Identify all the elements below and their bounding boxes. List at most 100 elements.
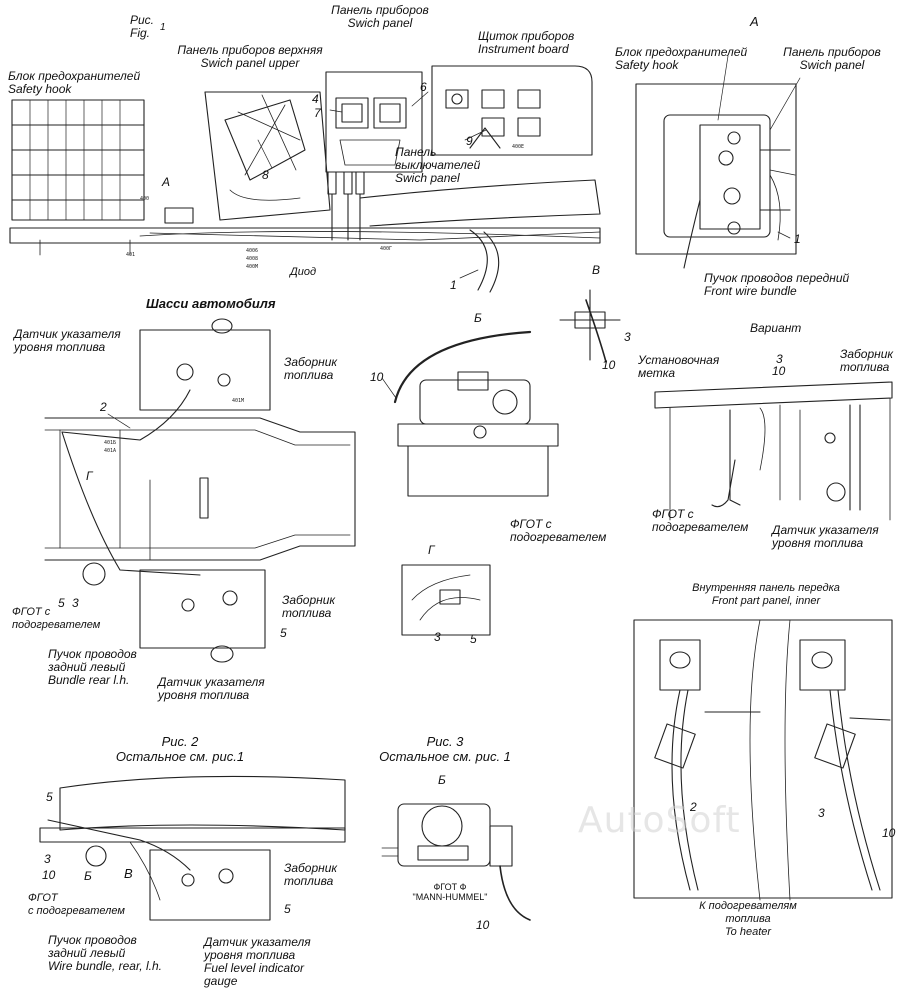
front-panel-heater-ru2: топлива <box>725 913 771 925</box>
fig2-bundle-en: Wire bundle, rear, l.h. <box>48 959 162 973</box>
front-panel-heater-en: To heater <box>724 926 772 938</box>
view-a-fuse-ru: Блок предохранителей <box>615 45 748 59</box>
callout-3-front: 3 <box>818 806 825 820</box>
front-panel-drawing <box>633 619 893 901</box>
view-a-panel-en: Swich panel <box>799 58 865 72</box>
fig2-sensor-ru2: уровня топлива <box>204 948 296 962</box>
callout-7: 7 <box>314 106 321 120</box>
chassis-intake-bottom-label: Заборник топлива <box>282 594 335 620</box>
chassis-fgot-ru2: подогревателем <box>12 619 101 631</box>
view-g-title: Г <box>428 543 435 557</box>
fuse-ru: Блок предохранителей <box>8 69 141 83</box>
wire-tag-400e: 400Е <box>512 144 525 150</box>
fig3-sub-text: Остальное см. рис. 1 <box>379 749 511 764</box>
view-b-title: Б <box>474 311 482 325</box>
fig2-sensor-label: Датчик указателя уровня топлива Fuel lev… <box>204 936 311 988</box>
callout-2-front: 2 <box>690 800 697 814</box>
fig3-fgot-label: ФГОТ Ф "MANN-HUMMEL" <box>390 882 510 902</box>
chassis-intake-top-ru2: топлива <box>284 368 334 382</box>
panel-en: Swich panel <box>347 16 413 30</box>
front-panel-title-ru: Внутренняя панель передка <box>692 582 840 594</box>
view-a-arrow-label: A <box>162 175 171 189</box>
callout-1-view-a: 1 <box>794 232 801 246</box>
switch-panel-ru2: выключателей <box>395 158 481 172</box>
callout-9: 9 <box>466 134 473 148</box>
shchitok-en: Instrument board <box>478 42 569 56</box>
variant-sensor-ru1: Датчик указателя <box>772 523 879 537</box>
view-v-mark-ru1: Установочная <box>638 353 720 367</box>
chassis-bundle-en: Bundle rear l.h. <box>48 673 130 687</box>
view-v-mark-label: Установочная метка <box>638 354 719 380</box>
fig2-drawing <box>39 775 346 921</box>
diode-label: Диод <box>290 266 317 278</box>
view-a-fuse-en: Safety hook <box>615 58 679 72</box>
callout-5-view-g: 5 <box>470 632 477 646</box>
variant-sensor-label: Датчик указателя уровня топлива <box>772 524 879 550</box>
view-a-front-en: Front wire bundle <box>704 284 797 298</box>
view-b-fgot-ru2: подогревателем <box>510 530 607 544</box>
switch-panel-ru1: Панель <box>395 145 437 159</box>
chassis-bundle-ru2: задний левый <box>48 660 126 674</box>
fig3-fgot-brand: "MANN-HUMMEL" <box>412 892 488 902</box>
fig2-sensor-en2: gauge <box>204 974 238 988</box>
chassis-sensor-bot-ru2: уровня топлива <box>158 688 250 702</box>
wire-tag-4006: 4006 <box>246 248 259 254</box>
fig2-title-text: Рис. 2 <box>161 734 199 749</box>
fig2-intake-label: Заборник топлива <box>284 862 337 888</box>
fig3-title: Рис. 3 Остальное см. рис. 1 <box>360 734 530 764</box>
leader-lines <box>107 55 801 429</box>
fig2-bundle-ru2: задний левый <box>48 946 126 960</box>
view-v-title: В <box>592 263 601 277</box>
variant-title: Вариант <box>750 321 802 335</box>
chassis-fgot-ru1: ФГОТ с <box>12 606 51 618</box>
variant-intake-ru1: Заборник <box>840 347 894 361</box>
fig2-sensor-en1: Fuel level indicator <box>204 961 305 975</box>
callout-3-view-g: 3 <box>434 630 441 644</box>
wire-tag-401m: 401М <box>232 398 245 404</box>
fig3-b-label: Б <box>438 773 446 787</box>
wire-tag-401a: 401А <box>104 448 117 454</box>
callout-2-chassis: 2 <box>100 400 107 414</box>
fig1-ru: Рис. <box>130 13 155 27</box>
callout-5-fig2: 5 <box>46 790 53 804</box>
wire-tag-400g: 400Г <box>380 246 393 252</box>
fig1-number: 1 <box>160 22 166 33</box>
watermark: AutoSoft <box>578 800 741 841</box>
fig3-drawing <box>381 803 531 921</box>
view-v-mark-ru2: метка <box>638 366 676 380</box>
fig2-fgot-ru2: с подогревателем <box>28 905 125 917</box>
variant-intake-label: Заборник топлива <box>840 348 893 374</box>
view-a-front-ru: Пучок проводов передний <box>704 271 850 285</box>
chassis-sensor-top-label: Датчик указателя уровня топлива <box>14 328 121 354</box>
fig1-label: Рис. Fig. <box>130 14 154 40</box>
chassis-bundle-ru1: Пучок проводов <box>48 647 137 661</box>
chassis-sensor-top-ru2: уровня топлива <box>14 340 106 354</box>
view-a-drawing <box>635 83 797 269</box>
variant-fgot-label: ФГОТ с подогревателем <box>652 508 748 534</box>
callout-3-variant: 3 <box>776 352 783 366</box>
switch-panel-label: Панель выключателей Swich panel <box>395 146 480 185</box>
callout-3-view-v: 3 <box>624 330 631 344</box>
switch-panel-en: Swich panel <box>395 171 460 185</box>
callout-10-variant: 10 <box>772 364 786 378</box>
fig2-bundle-label: Пучок проводов задний левый Wire bundle,… <box>48 934 162 973</box>
front-panel-title: Внутренняя панель передка Front part pan… <box>656 582 876 608</box>
view-b-fgot-ru1: ФГОТ с <box>510 517 552 531</box>
view-a-front-label: Пучок проводов передний Front wire bundl… <box>704 272 849 298</box>
fig2-sensor-ru1: Датчик указателя <box>204 935 311 949</box>
callout-10-view-b: 10 <box>370 370 384 384</box>
wire-tag-401: 401 <box>126 252 136 258</box>
view-a-panel-label: Панель приборов Swich panel <box>772 46 892 72</box>
view-g-drawing <box>401 564 491 636</box>
fig2-title: Рис. 2 Остальное см. рис.1 <box>90 734 270 764</box>
variant-fgot-ru1: ФГОТ с <box>652 507 694 521</box>
view-b-drawing <box>393 330 559 497</box>
fig3-title-text: Рис. 3 <box>426 734 464 749</box>
panel-upper-label: Панель приборов верхняя Swich panel uppe… <box>160 44 340 70</box>
fuse-en: Safety hook <box>8 82 72 96</box>
variant-intake-ru2: топлива <box>840 360 890 374</box>
callout-1-top: 1 <box>450 278 457 292</box>
view-v-drawing <box>559 289 621 363</box>
callout-3-chassis: 3 <box>72 596 79 610</box>
callout-8: 8 <box>262 168 269 182</box>
